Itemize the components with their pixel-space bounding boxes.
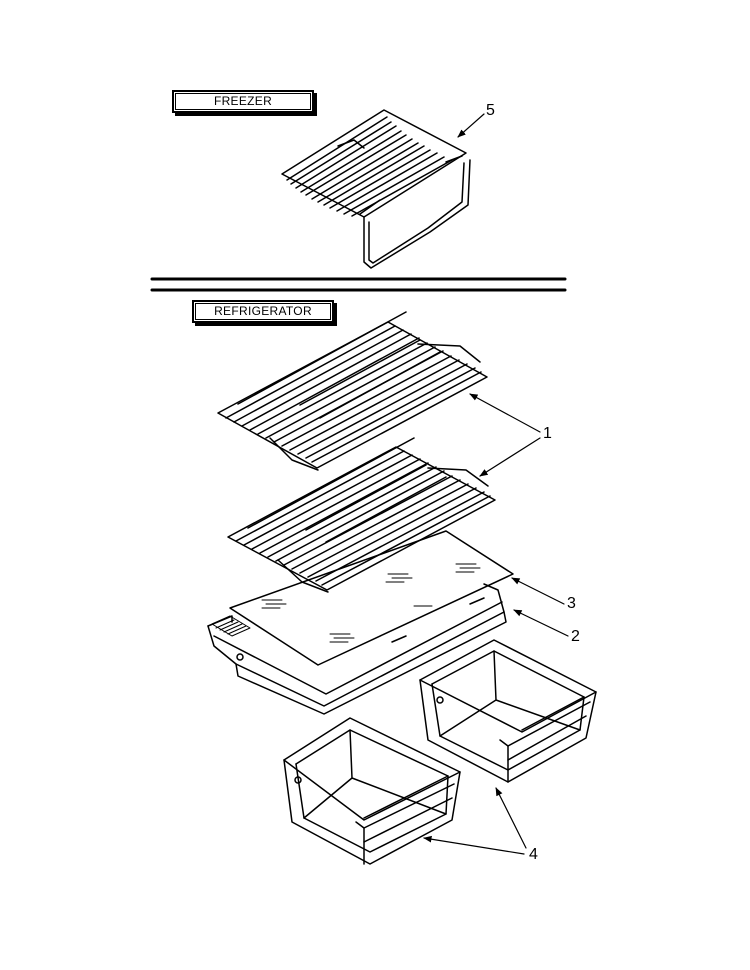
crisper-drawer-left-part-4 [283, 717, 461, 865]
leader-5 [457, 113, 485, 138]
leader-1a [469, 393, 541, 433]
leader-2 [513, 609, 569, 637]
callout-4: 4 [529, 846, 538, 863]
freezer-label-text: FREEZER [175, 93, 311, 110]
callout-5: 5 [486, 102, 495, 119]
refrigerator-section-label: REFRIGERATOR [192, 300, 334, 323]
crisper-glass-cover-part-3 [229, 530, 514, 666]
crisper-cover-frame-part-2 [207, 583, 507, 715]
crisper-drawer-right-part-4 [419, 639, 597, 783]
refrigerator-shelf-upper-part-1 [217, 311, 488, 471]
leader-3 [511, 577, 565, 605]
section-divider [150, 277, 567, 292]
callout-1: 1 [543, 425, 552, 442]
freezer-section-label: FREEZER [172, 90, 314, 113]
refrigerator-label-text: REFRIGERATOR [195, 303, 331, 320]
callout-2: 2 [571, 628, 580, 645]
callout-3: 3 [567, 595, 576, 612]
leader-4a [495, 787, 527, 849]
leader-1b [479, 437, 541, 477]
leader-4b [423, 835, 525, 855]
freezer-shelf-part-5 [281, 109, 471, 269]
refrigerator-shelf-lower-part-1 [227, 437, 496, 593]
